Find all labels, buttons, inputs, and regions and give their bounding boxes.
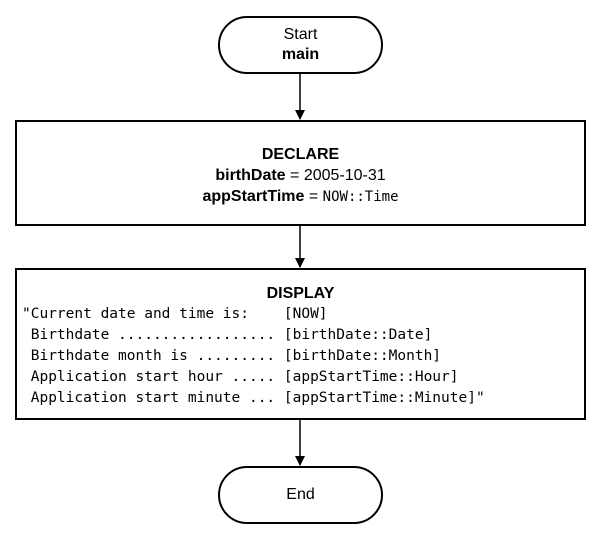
- declare-row: appStartTime = NOW::Time: [17, 186, 584, 208]
- declare-variable-name: appStartTime: [202, 188, 305, 205]
- display-line: Birthdate .................. [birthDate:…: [22, 327, 433, 343]
- start-label: Start: [283, 26, 318, 43]
- declare-row: birthDate = 2005-10-31: [17, 165, 584, 186]
- display-line: "Current date and time is: [NOW]: [22, 306, 328, 322]
- start-function-name: main: [281, 46, 320, 63]
- display-block: DISPLAY "Current date and time is: [NOW]…: [15, 268, 586, 420]
- declare-block: DECLARE birthDate = 2005-10-31 appStartT…: [15, 120, 586, 226]
- declare-variable-value: NOW::Time: [322, 189, 399, 205]
- declare-operator: =: [304, 188, 323, 205]
- declare-operator: =: [285, 167, 304, 184]
- display-heading: DISPLAY: [266, 285, 335, 302]
- declare-variable-value: 2005-10-31: [303, 167, 386, 184]
- display-line: Birthdate month is ......... [birthDate:…: [22, 348, 442, 364]
- declare-variable-name: birthDate: [215, 167, 286, 184]
- declare-heading: DECLARE: [261, 146, 340, 163]
- end-label: End: [286, 486, 315, 503]
- display-line: Application start minute ... [appStartTi…: [22, 390, 485, 406]
- start-terminal: Start main: [218, 16, 383, 74]
- end-terminal: End: [218, 466, 383, 524]
- display-line: Application start hour ..... [appStartTi…: [22, 369, 459, 385]
